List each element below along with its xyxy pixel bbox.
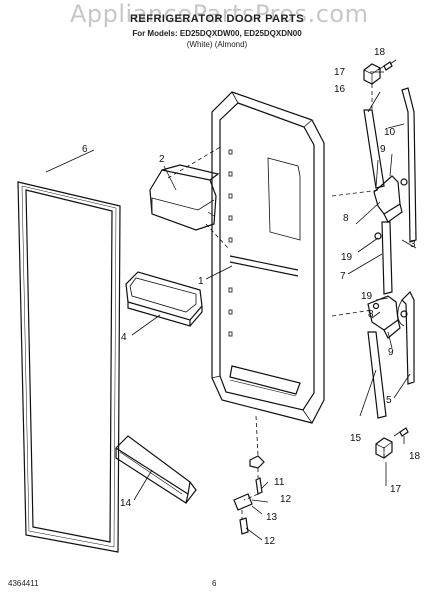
lower-screw [393, 427, 409, 437]
callout-17a: 17 [334, 67, 346, 78]
callout-12a: 12 [280, 494, 292, 505]
callout-2: 2 [159, 154, 165, 165]
lower-trim-strip [367, 331, 387, 419]
callout-6: 6 [82, 144, 88, 155]
bottom-door-bin [115, 435, 197, 504]
bottom-screw [239, 517, 249, 535]
bottom-hinge-bracket [233, 493, 253, 511]
callout-18b: 18 [409, 451, 421, 462]
callout-5: 5 [386, 395, 392, 406]
callout-17b: 17 [390, 484, 402, 495]
callout-11: 11 [274, 477, 285, 488]
upper-screw [377, 61, 393, 71]
model-numbers: For Models: ED25DQXDW00, ED25DQXDN00 [132, 29, 302, 38]
callout-9b: 9 [388, 347, 394, 358]
lower-hinge [367, 295, 408, 339]
page-number: 6 [212, 579, 217, 588]
diagram-title: REFRIGERATOR DOOR PARTS [129, 13, 305, 25]
hinge-bushing [249, 455, 265, 469]
callout-14: 14 [120, 498, 132, 509]
callout-19b: 19 [361, 291, 373, 302]
callout-19a: 19 [341, 252, 353, 263]
door-trim-strip-right [401, 87, 417, 243]
door-gasket [17, 181, 121, 553]
callout-16: 16 [334, 84, 346, 95]
watermark-text: AppliancePartsPros.com [70, 0, 369, 28]
callout-7: 7 [340, 271, 346, 282]
callout-12b: 12 [264, 536, 276, 547]
lower-trim-strip-right [397, 290, 415, 385]
callout-4: 4 [121, 332, 127, 343]
hinge-pin [255, 477, 263, 495]
callout-13: 13 [266, 512, 278, 523]
door-liner [211, 91, 325, 424]
upper-hinge [373, 175, 408, 240]
callout-1: 1 [198, 276, 204, 287]
callout-8a: 8 [343, 213, 349, 224]
dairy-door [149, 164, 220, 231]
callout-10: 10 [384, 127, 396, 138]
door-shelf-bin [125, 271, 203, 327]
callout-9a: 9 [380, 144, 386, 155]
color-variants: (White) (Almond) [186, 40, 248, 49]
middle-trim-strip [381, 221, 393, 295]
document-number: 4364411 [8, 579, 39, 588]
callout-8b: 8 [368, 309, 374, 320]
callout-3: 3 [410, 239, 416, 250]
callout-18a: 18 [374, 47, 386, 58]
upper-hinge-cover [363, 63, 381, 85]
callout-15: 15 [350, 433, 362, 444]
